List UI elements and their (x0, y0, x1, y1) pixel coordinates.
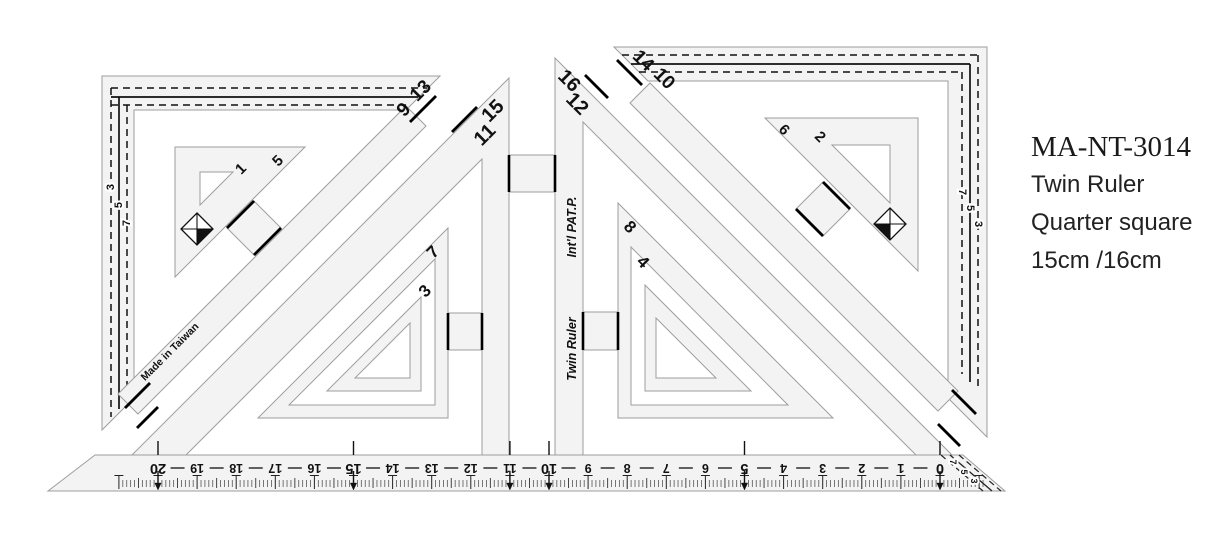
scale-number: 13 (425, 461, 439, 475)
scale-end-number: 5 (959, 469, 969, 474)
product-caption: MA-NT-3014 Twin Ruler Quarter square 15c… (1031, 128, 1192, 280)
scale-number: 0 (936, 460, 944, 476)
scale-number: 18 (229, 461, 243, 475)
left-diagonal-strip (130, 76, 510, 456)
scale-number: 2 (858, 461, 865, 475)
scale-number: 10 (541, 460, 557, 476)
left-border-strip (101, 75, 442, 432)
right-inner-triangle (644, 283, 753, 392)
seam-line (409, 95, 437, 123)
right-small-triangle (763, 117, 919, 273)
scale-end-number: 3 (969, 478, 979, 483)
seam-line (124, 382, 151, 409)
down-arrow-icon (506, 482, 514, 491)
product-sizes: 15cm /16cm (1031, 247, 1162, 274)
scale-number: 9 (585, 461, 592, 475)
scale-number: 11 (503, 461, 516, 475)
left-inner-triangle (325, 295, 422, 392)
scale-number: 19 (190, 461, 204, 475)
left-edge-number: 5 (113, 202, 125, 208)
center-connector-square (508, 154, 556, 193)
brand-vertical-label: Twin Ruler (565, 316, 579, 381)
left-hypotenuse-strip (117, 105, 427, 415)
seam-line (226, 200, 255, 229)
right-edge-number: 3 (972, 221, 984, 227)
product-name: Twin Ruler (1031, 171, 1145, 198)
scale-number: 16 (307, 461, 321, 475)
scale-number: 1 (897, 461, 904, 475)
down-arrow-icon (740, 482, 749, 491)
scale-number: 6 (702, 461, 709, 475)
product-type: Quarter square (1031, 209, 1193, 236)
scale-number: 20 (150, 460, 166, 476)
patent-vertical-label: Int'l PAT.P. (565, 196, 579, 257)
right-edge-number: 5 (964, 205, 976, 211)
diamond-icon-left (180, 212, 214, 246)
seam-line (795, 208, 824, 237)
right-middle-triangle (617, 201, 835, 419)
seam-line (136, 406, 159, 429)
down-arrow-icon (349, 482, 358, 491)
down-arrow-icon (936, 482, 944, 491)
scale-number: 7 (663, 461, 670, 475)
seam-line (253, 227, 282, 256)
scale-number: 15 (345, 460, 361, 476)
scale-number: 17 (268, 461, 282, 475)
center-connector (507, 154, 557, 193)
scale-number: 14 (386, 461, 400, 475)
right-edge-number: 7 (956, 189, 968, 195)
down-arrow-icon (545, 482, 553, 491)
seam-line (822, 181, 851, 210)
seam-line (616, 59, 643, 86)
down-arrow-icon (154, 482, 162, 491)
diamond-icon-right (873, 207, 907, 241)
scale-number: 8 (624, 461, 631, 475)
seam-line (951, 389, 977, 415)
left-edge-number: 3 (105, 184, 117, 190)
seam-line (451, 106, 478, 133)
seam-line (937, 423, 961, 447)
right-hypotenuse-strip (629, 82, 959, 412)
scale-number: 5 (740, 460, 748, 476)
scale-number: 4 (780, 461, 787, 475)
connector-square-right (582, 311, 619, 351)
scale-end-number: 7 (948, 459, 958, 464)
left-small-triangle (174, 146, 307, 279)
model-number: MA-NT-3014 (1031, 131, 1192, 163)
seam-line (584, 74, 609, 99)
left-middle-number: 3 (415, 281, 435, 301)
connector-square-left (447, 312, 483, 351)
left-edge-number: 7 (121, 220, 133, 226)
scale-number: 12 (464, 461, 478, 475)
scale-number: 3 (819, 461, 826, 475)
